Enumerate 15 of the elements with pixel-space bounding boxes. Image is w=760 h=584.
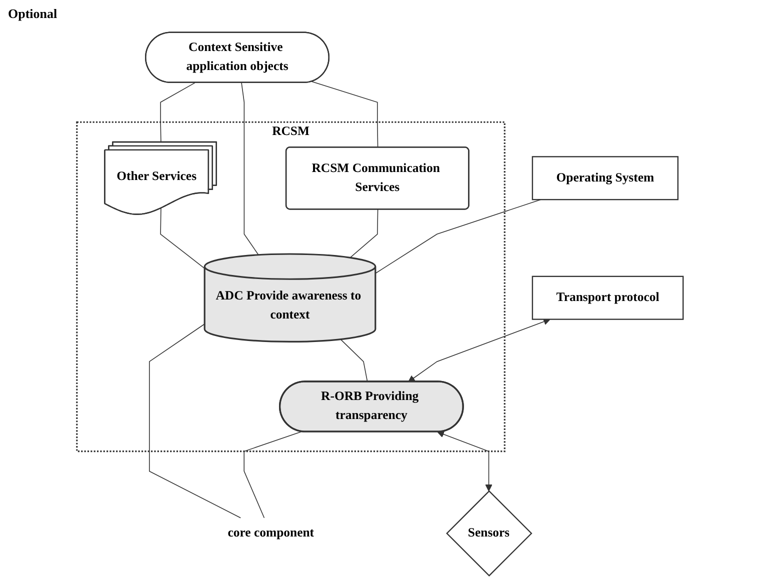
connector <box>244 431 302 518</box>
node-diamond: Sensors <box>446 490 532 576</box>
connector <box>312 81 378 148</box>
node-box: Transport protocol <box>532 276 684 320</box>
connector <box>340 338 368 382</box>
note-text: Optional <box>8 6 58 22</box>
node-box: Operating System <box>532 156 679 200</box>
connector <box>350 209 378 258</box>
connector <box>149 324 242 518</box>
connector <box>160 82 196 143</box>
connector <box>160 208 205 269</box>
arrow <box>437 430 492 492</box>
connector <box>241 82 259 256</box>
node-text: core component <box>228 526 314 540</box>
arrow <box>408 318 550 382</box>
